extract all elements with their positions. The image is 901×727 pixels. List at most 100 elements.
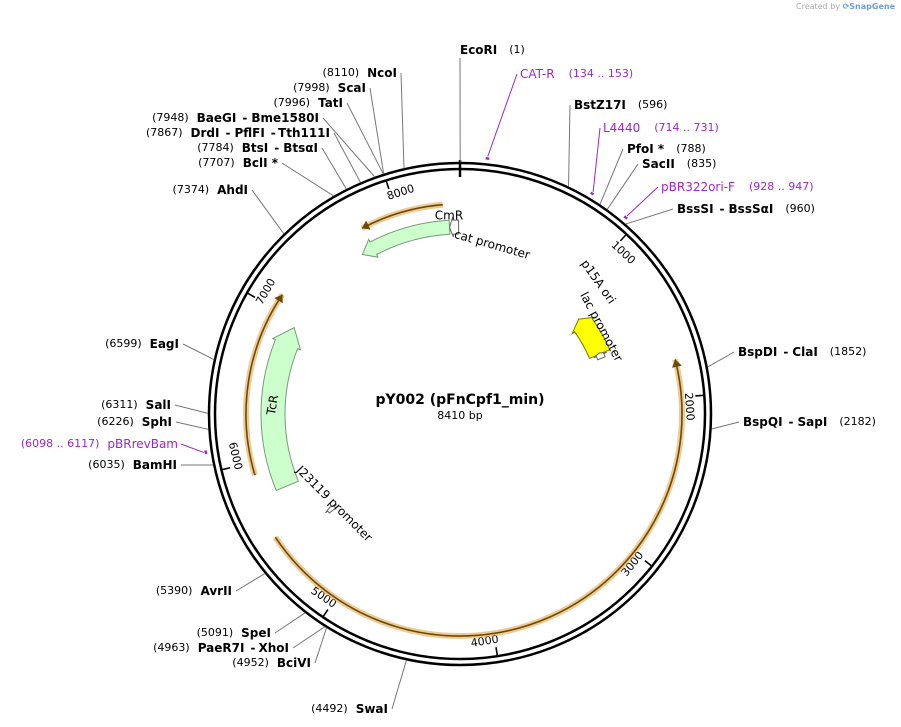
primer-pbr322f-range: (928 .. 947) [749, 180, 814, 193]
enzyme-bstz17i-name: BstZ17I [574, 98, 626, 112]
enzyme-paer7i-leader [292, 626, 326, 649]
enzyme-tati-label: (7996) TatI [273, 96, 343, 110]
enzyme-baegi-leader [322, 117, 376, 178]
snapgene-watermark: Created by ⟳SnapGene [796, 2, 895, 11]
plasmid-backbone [207, 160, 713, 667]
enzyme-sali-name: SalI [146, 398, 171, 412]
name-separator: - [789, 415, 794, 429]
primer-pbrrevbam-leader [180, 443, 205, 454]
enzyme-bamhi-label: (6035)BamHI [88, 458, 177, 472]
orf-cmr-line [361, 203, 443, 229]
enzyme-eagi-name: EagI [150, 337, 179, 351]
orf-large-line [274, 359, 683, 637]
enzyme-sacii-pos: (835) [687, 157, 717, 170]
cat-promoter-arrow [448, 216, 460, 238]
enzyme-tati-name: TatI [318, 96, 343, 110]
enzyme-avrii-name: AvrII [200, 584, 232, 598]
orf-large-arrowhead [672, 359, 682, 368]
primer-pbr322f-site [623, 215, 628, 220]
bp-tick [247, 292, 256, 298]
lac-promoter-arrow [593, 351, 607, 361]
enzyme-bspdi-label: BspDI-ClaI(1852) [738, 345, 866, 359]
enzyme-bcivi-pos: (4952) [232, 656, 269, 669]
enzyme-ahdi-label: (7374)AhdI [173, 183, 248, 197]
enzyme-pfoi-pos: (788) [676, 142, 706, 155]
enzyme-pfoi-name: PfoI * [627, 142, 665, 156]
enzyme-scai-label: (7998)ScaI [293, 81, 366, 95]
p15a-ori-arrow [570, 316, 611, 360]
enzyme-bspqi-name: BspQI [743, 415, 783, 429]
orf-cmr-arrowhead [361, 220, 371, 230]
enzyme-drdi-name: PflFI [234, 126, 264, 140]
primer-l4440-label: L4440 (714 .. 731) [603, 121, 719, 135]
cat-promoter-label: cat promoter [453, 227, 532, 262]
enzyme-ncoi-pos: (8110) [323, 66, 360, 79]
enzyme-spei-leader [274, 612, 306, 634]
enzyme-ncoi-leader [400, 72, 405, 169]
j23119-promoter-label: J23119 promoter [293, 462, 375, 544]
enzyme-bsssi-leader [625, 208, 674, 225]
enzyme-sacii-name: SacII [642, 157, 675, 171]
enzyme-paer7i-name: PaeR7I [198, 641, 245, 655]
bp-tick-label: 6000 [226, 441, 245, 471]
enzyme-bspqi-name: SapI [798, 415, 828, 429]
tcr-label: TcR [264, 394, 281, 417]
enzyme-bspdi-pos: (1852) [830, 345, 867, 358]
enzyme-bcivi-name: BciVI [277, 656, 311, 670]
name-separator: - [250, 641, 255, 655]
enzyme-spei-pos: (5091) [197, 626, 234, 639]
enzyme-spei-name: SpeI [241, 626, 271, 640]
enzyme-swai-pos: (4492) [311, 702, 348, 715]
enzyme-tati-leader [346, 102, 384, 175]
enzyme-scai-name: ScaI [338, 81, 366, 95]
enzyme-btsi-name: BtsαI [283, 141, 318, 155]
enzyme-sacii-label: SacII (835) [642, 157, 716, 171]
enzyme-ecori-label: EcoRI(1) [460, 43, 525, 57]
orf-tracks [243, 201, 685, 640]
enzyme-sphi-leader [175, 421, 209, 430]
enzyme-bsssi-name: BssSI [677, 202, 714, 216]
tcr-arrow [260, 326, 302, 492]
watermark-brand: SnapGene [849, 2, 895, 11]
enzyme-drdi-name: Tth111I [278, 126, 330, 140]
primer-pbr322f-leader [626, 186, 659, 217]
enzyme-eagi-leader [182, 343, 215, 360]
enzyme-ncoi-label: (8110) NcoI [323, 66, 397, 80]
name-separator: - [242, 111, 247, 125]
bp-tick [495, 647, 499, 656]
enzyme-bcivi-label: (4952) BciVI [232, 656, 311, 670]
enzyme-baegi-name: Bme1580I [251, 111, 319, 125]
enzyme-sali-leader [174, 404, 209, 414]
enzyme-tati-pos: (7996) [273, 96, 310, 109]
enzyme-drdi-name: DrdI [191, 126, 220, 140]
enzyme-bstz17i-label: BstZ17I(596) [574, 98, 667, 112]
enzyme-sali-pos: (6311) [101, 398, 138, 411]
enzyme-drdi-label: (7867)DrdI-PflFI-Tth111I [146, 126, 330, 140]
enzyme-bamhi-pos: (6035) [88, 458, 125, 471]
enzyme-bspqi-label: BspQI-SapI(2182) [743, 415, 876, 429]
primer-l4440-range: (714 .. 731) [654, 121, 719, 134]
enzyme-sacii-leader [606, 163, 639, 210]
enzyme-swai-leader [391, 660, 407, 710]
enzyme-avrii-leader [235, 573, 266, 592]
enzyme-bsssi-label: BssSI-BssSαI(960) [677, 202, 815, 216]
snapgene-logo-icon: ⟳ [842, 2, 850, 11]
enzyme-avrii-pos: (5390) [156, 584, 193, 597]
enzyme-pfoi-label: PfoI * (788) [627, 142, 706, 156]
enzyme-swai-name: SwaI [356, 702, 388, 716]
enzyme-ncoi-name: NcoI [367, 66, 397, 80]
primer-l4440-name: L4440 [603, 121, 640, 135]
primer-pbr322f-name: pBR322ori-F [661, 180, 735, 194]
enzyme-avrii-label: (5390) AvrII [156, 584, 232, 598]
name-separator: - [783, 345, 788, 359]
plasmid-name: pY002 (pFnCpf1_min) [375, 392, 544, 408]
primer-catr-range: (134 .. 153) [569, 67, 634, 80]
enzyme-sphi-label: (6226)SphI [97, 415, 172, 429]
bp-tick-label: 2000 [682, 392, 697, 421]
orf-tcr-arrowhead [274, 294, 283, 304]
enzyme-sites: EcoRI(1) BstZ17I(596) PfoI * (788)SacII (835… [88, 43, 876, 716]
name-separator: - [225, 126, 230, 140]
enzyme-spei-label: (5091) SpeI [197, 626, 271, 640]
enzyme-drdi-pos: (7867) [146, 126, 183, 139]
